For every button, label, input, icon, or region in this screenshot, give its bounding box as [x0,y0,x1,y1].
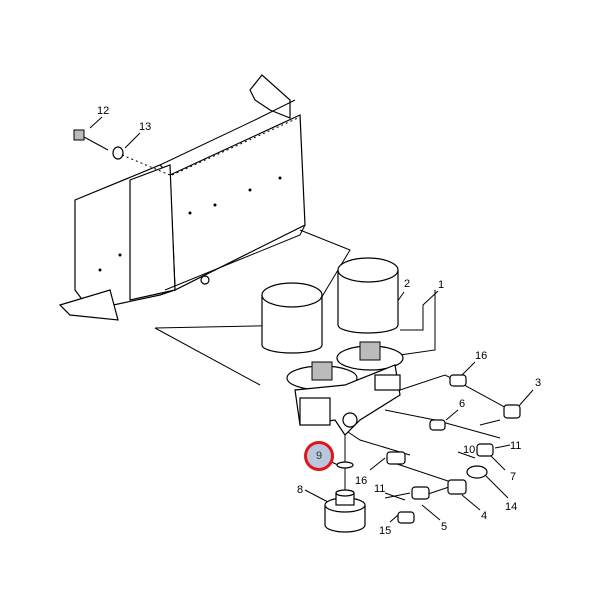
callout-14[interactable]: 14 [505,501,518,513]
callout-4[interactable]: 4 [481,510,488,522]
callout-6[interactable]: 6 [459,398,466,410]
callout-11-lower[interactable]: 11 [374,483,386,495]
fitting-7 [476,443,494,457]
callout-16-upper[interactable]: 16 [475,350,488,362]
bolt-12 [73,129,109,151]
air-dryer-housing-1 [286,341,404,436]
fitting-16-lower [386,451,406,465]
callout-15[interactable]: 15 [379,525,392,537]
fitting-4 [447,479,467,495]
callout-2[interactable]: 2 [404,278,411,290]
fitting-16-upper [449,374,467,387]
tube-11-upper [479,419,501,426]
callout-9-highlighted[interactable]: 9 [304,441,334,471]
callout-3[interactable]: 3 [535,377,542,389]
callout-8[interactable]: 8 [297,484,304,496]
callout-12[interactable]: 12 [97,105,110,117]
fitting-6 [429,419,446,431]
callout-7[interactable]: 7 [510,471,517,483]
callout-10[interactable]: 10 [463,444,476,456]
fitting-15 [397,511,415,524]
mounting-bracket [58,74,306,321]
purge-valve-cap-8 [324,489,366,533]
washer-13 [112,146,171,176]
clamp-14 [466,465,488,479]
o-ring-9 [336,461,354,469]
callout-11-upper[interactable]: 11 [510,440,522,452]
fitting-3 [503,404,521,419]
callout-1[interactable]: 1 [438,279,445,291]
callout-9-label: 9 [315,450,323,462]
tube-11-lower [384,492,411,499]
callout-16-lower[interactable]: 16 [355,475,368,487]
filter-cartridge-2 [337,257,399,334]
filter-cartridge-left [261,282,323,354]
callout-5[interactable]: 5 [441,521,448,533]
fitting-5 [411,486,430,500]
callout-13[interactable]: 13 [139,121,152,133]
